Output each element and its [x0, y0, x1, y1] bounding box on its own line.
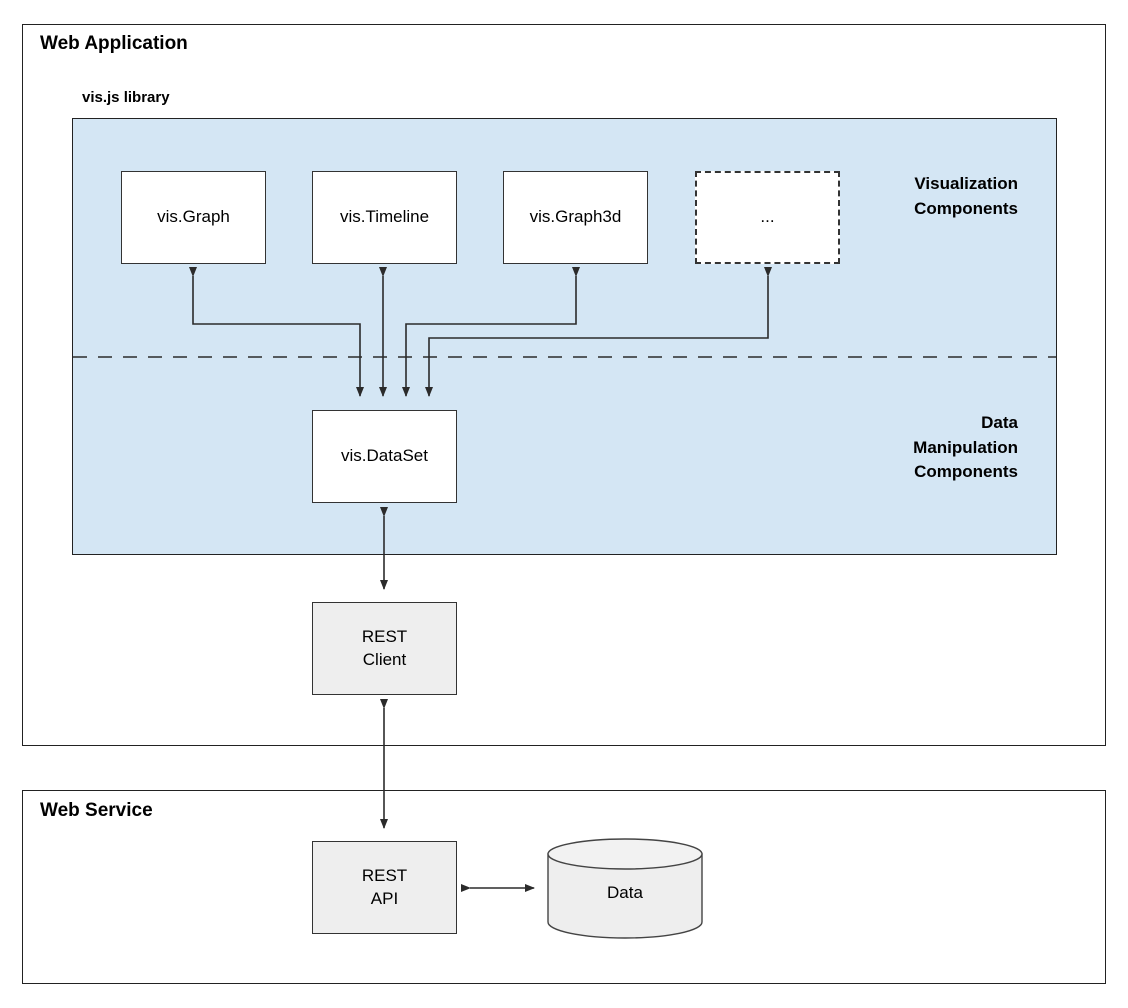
panel-title-visjs-library: vis.js library — [82, 89, 170, 106]
frame-title-web-application: Web Application — [40, 33, 188, 54]
node-vis-timeline[interactable]: vis.Timeline — [312, 171, 457, 264]
node-vis-placeholder[interactable]: ... — [695, 171, 840, 264]
node-vis-graph3d[interactable]: vis.Graph3d — [503, 171, 648, 264]
section-label-visualization-components: Visualization Components — [914, 174, 1018, 218]
frame-web-service — [22, 790, 1106, 984]
node-data-label: Data — [607, 883, 643, 902]
frame-title-web-service: Web Service — [40, 800, 153, 821]
node-vis-dataset[interactable]: vis.DataSet — [312, 410, 457, 503]
section-label-data-manipulation-components: Data Manipulation Components — [913, 413, 1018, 482]
node-rest-api[interactable]: REST API — [312, 841, 457, 934]
frame-web-application — [22, 24, 1106, 746]
node-vis-graph[interactable]: vis.Graph — [121, 171, 266, 264]
node-rest-client[interactable]: REST Client — [312, 602, 457, 695]
